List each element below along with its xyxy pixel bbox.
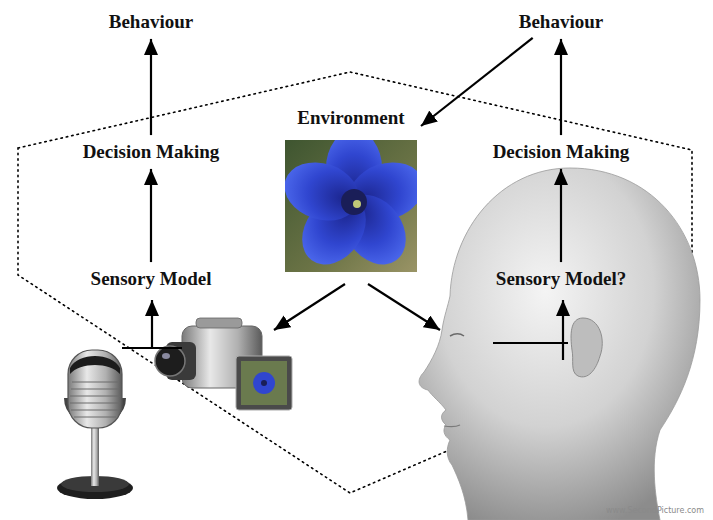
- flow-arrow: [150, 169, 152, 262]
- video-camera: [155, 318, 292, 410]
- mic-stem: [91, 428, 99, 486]
- camera-lens: [155, 346, 185, 376]
- mic-head: [68, 350, 122, 428]
- head-figure: [419, 168, 700, 520]
- sensor-lines: [122, 284, 568, 360]
- stage-label: Sensory Model?: [494, 267, 628, 291]
- flow-arrow: [560, 39, 562, 135]
- node-text: Sensory Model?: [496, 268, 626, 290]
- flower-centre: [341, 189, 367, 215]
- flow-arrow: [150, 39, 152, 135]
- watermark: www.SecondPicture.com: [606, 506, 704, 515]
- percept-arrow: [274, 284, 345, 330]
- flower-stamen: [353, 200, 361, 208]
- stage-label: Sensory Model: [89, 267, 214, 291]
- flower-picture: [285, 140, 417, 272]
- petal: [285, 153, 366, 230]
- flow-arrow: [560, 169, 562, 262]
- head-outline: [419, 168, 700, 520]
- node-text: Behaviour: [109, 11, 193, 33]
- stage-label: Decision Making: [491, 140, 632, 164]
- node-text: Environment: [287, 107, 415, 129]
- mouth: [444, 425, 460, 427]
- output-label: Behaviour: [107, 10, 195, 34]
- node-text: Behaviour: [519, 11, 603, 33]
- stage-label: Decision Making: [81, 140, 222, 164]
- eye: [450, 334, 464, 336]
- node-text: Sensory Model: [91, 268, 212, 290]
- percept-arrow: [368, 284, 440, 330]
- sensor-arrow: [151, 300, 153, 348]
- flow-arrow: [421, 38, 533, 126]
- camera-screen: [236, 356, 292, 410]
- mic-cap: [70, 356, 120, 374]
- mic-grille: [70, 382, 120, 417]
- environment-picture: Environment: [285, 106, 417, 272]
- node-text: Decision Making: [83, 141, 220, 163]
- output-label: Behaviour: [517, 10, 605, 34]
- sensor-wire: [493, 342, 568, 344]
- ear: [571, 318, 602, 377]
- microphone: [57, 350, 133, 499]
- camera-handle: [196, 318, 242, 328]
- sensor-arrow: [562, 300, 564, 360]
- node-text: Decision Making: [493, 141, 630, 163]
